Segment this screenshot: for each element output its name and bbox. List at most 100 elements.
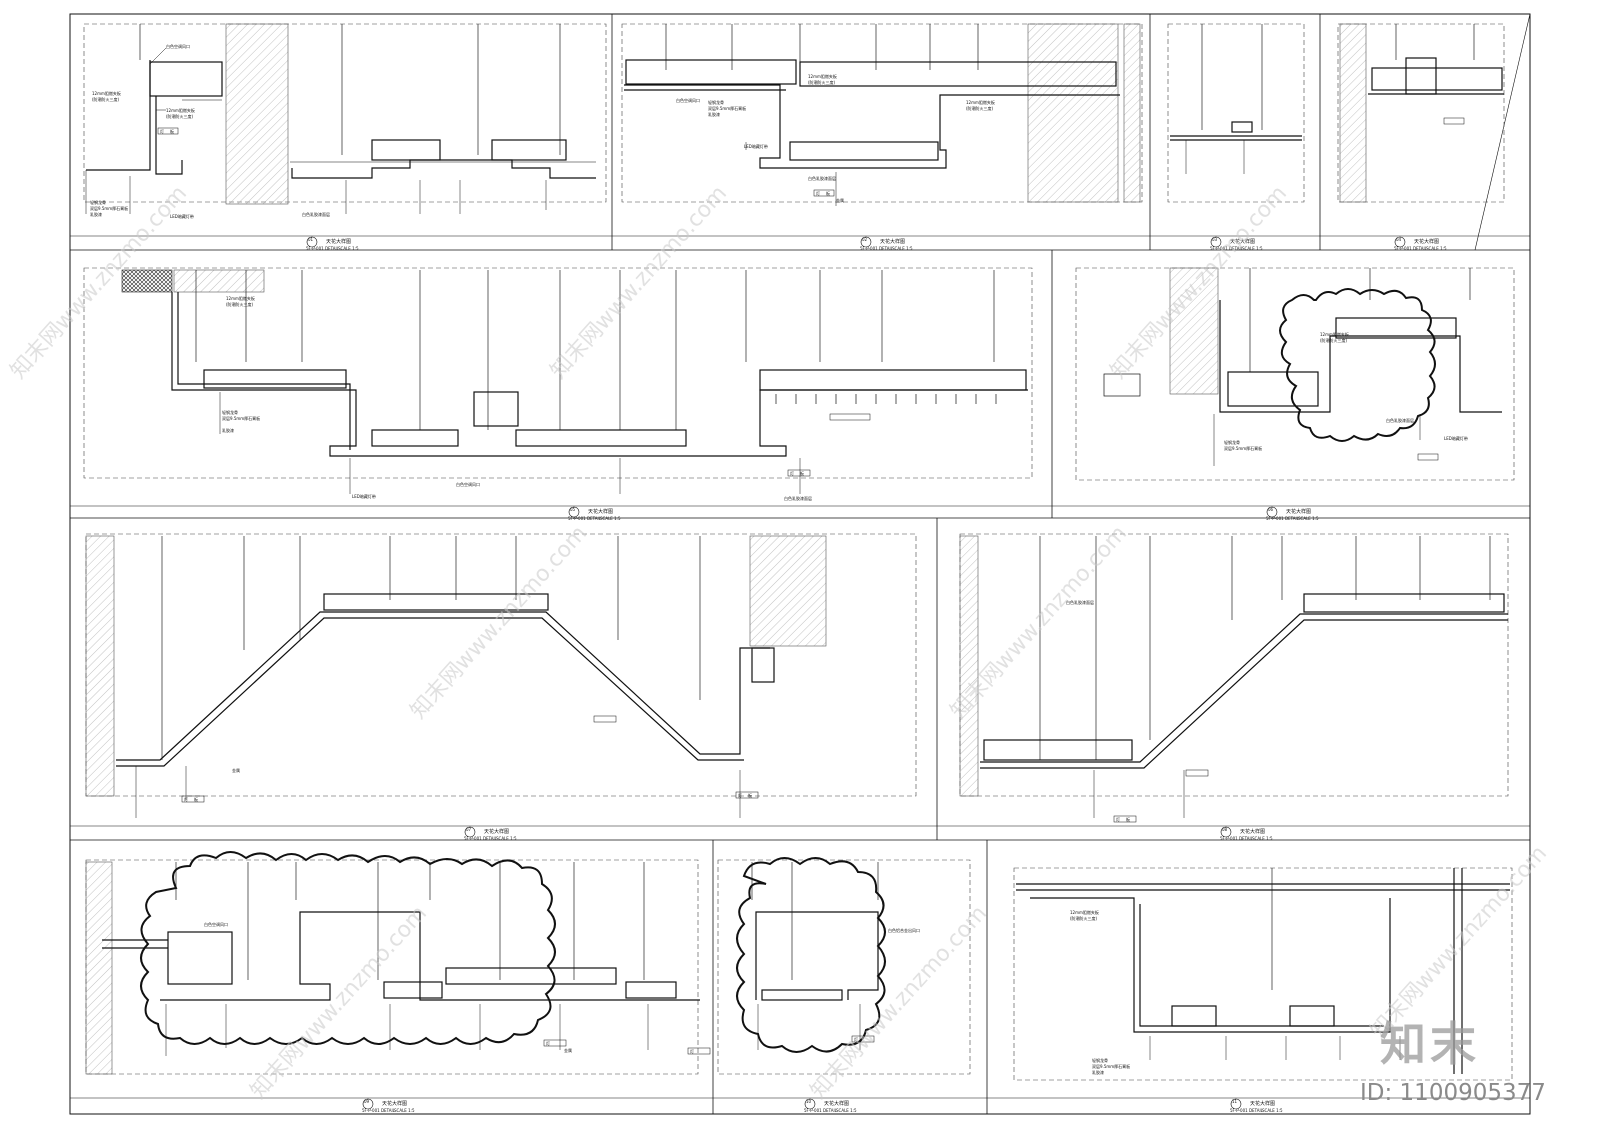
note-text: 白色空调风口	[204, 921, 228, 927]
panel-title: 天花大样图	[326, 238, 351, 245]
panel-title-07: 07 天花大样图 5F-P-001 DETAIL SCALE 1:5	[464, 826, 517, 841]
panel-scale: SCALE 1:5	[1252, 836, 1273, 841]
panel-title-04: 04 天花大样图 5F-P-001 DETAIL SCALE 1:5	[1394, 236, 1447, 251]
note-text: LED暗藏灯带	[744, 143, 768, 149]
svg-text:灯: 灯	[1116, 816, 1120, 822]
tag-labels: 灯 板 灯 板 金属 灯 板 灯 板 金属 灯 板 灯 板 灯 金属 灯 灯	[160, 128, 1130, 1054]
watermark: 知末网www.znzmo.com	[546, 181, 732, 384]
panel-title-11: 11 天花大样图 5F-P-001 DETAIL SCALE 1:5	[1230, 1098, 1283, 1113]
panel-number: 11	[1232, 1099, 1238, 1104]
panel-number: 04	[1396, 237, 1402, 242]
note-text: 双层9.5mm厚石膏板	[1092, 1063, 1130, 1069]
svg-text:板: 板	[748, 792, 752, 798]
panel-scale: SCALE 1:5	[836, 1108, 857, 1113]
panel-scale: SCALE 1:5	[1242, 246, 1263, 251]
panel-code: 5F-P-001 DETAIL	[1220, 836, 1254, 841]
note-text: (防潮防火三度)	[1320, 337, 1348, 343]
image-id-label: ID: 1100905377	[1360, 1080, 1546, 1106]
panel-scale: SCALE 1:5	[496, 836, 517, 841]
svg-text:板: 板	[1126, 816, 1130, 822]
note-text: 白色空调风口	[676, 97, 700, 103]
note-text: 双层9.5mm厚石膏板	[708, 105, 746, 111]
note-text: 轻钢龙骨	[90, 199, 106, 205]
notes-panel-d: 12mm阻燃夹板 (防潮防火三度) 轻钢龙骨 双层9.5mm厚石膏板 LED暗藏…	[204, 331, 1468, 933]
svg-text:灯: 灯	[184, 796, 188, 802]
svg-text:灯: 灯	[546, 1040, 550, 1046]
note-text: 白色乳胶漆面层	[808, 175, 836, 181]
panel-title-02: 02 天花大样图 5F-P-001 DETAIL SCALE 1:5	[860, 236, 913, 251]
brand-logo: 知末	[1380, 1017, 1480, 1071]
panel-title: 天花大样图	[382, 1100, 407, 1107]
panel-title: 天花大样图	[1230, 238, 1255, 245]
panel-title: 天花大样图	[880, 238, 905, 245]
panel-code: 5F-P-001 DETAIL	[568, 516, 602, 521]
panel-code: 5F-P-001 DETAIL	[362, 1108, 396, 1113]
panel-code: 5F-P-001 DETAIL	[1210, 246, 1244, 251]
note-text: 白色乳胶漆面层	[784, 495, 812, 501]
panel-scale: SCALE 1:5	[1426, 246, 1447, 251]
panel-number: 02	[862, 237, 868, 242]
note-text: (防潮防火三度)	[92, 96, 120, 102]
notes-panel-e: 轻钢龙骨 双层9.5mm厚石膏板 乳胶漆 白色乳胶漆面层 12mm阻燃夹板 (防…	[1066, 599, 1130, 1075]
panel-number: 05	[570, 507, 576, 512]
note-text: LED暗藏灯带	[1444, 435, 1468, 441]
note-text: 12mm阻燃夹板	[226, 295, 255, 301]
hanger-rods	[139, 24, 1491, 990]
svg-text:板: 板	[826, 190, 830, 196]
panel-code: 5F-P-001 DETAIL	[1394, 246, 1428, 251]
panel-scale: SCALE 1:5	[600, 516, 621, 521]
panel-code: 5F-P-001 DETAIL	[1230, 1108, 1264, 1113]
svg-text:板: 板	[194, 796, 198, 802]
panel-title: 天花大样图	[484, 828, 509, 835]
note-text: 白色乳胶漆面层	[302, 211, 330, 217]
note-text: 12mm阻燃夹板	[1070, 909, 1099, 915]
note-text: (防潮防火三度)	[966, 105, 994, 111]
panel-title-06: 06 天花大样图 5F-P-001 DETAIL SCALE 1:5	[1266, 506, 1319, 521]
note-text: 乳胶漆	[90, 211, 102, 217]
panel-title-09: 09 天花大样图 5F-P-001 DETAIL SCALE 1:5	[362, 1098, 415, 1113]
svg-text:灯: 灯	[854, 1036, 858, 1042]
svg-text:板: 板	[800, 470, 804, 476]
svg-text:灯: 灯	[690, 1048, 694, 1054]
panel-number: 01	[308, 237, 314, 242]
panel-scale: SCALE 1:5	[892, 246, 913, 251]
panel-title: 天花大样图	[1250, 1100, 1275, 1107]
panel-title: 天花大样图	[1414, 238, 1439, 245]
note-text: 12mm阻燃夹板	[1320, 331, 1349, 337]
note-text: 12mm阻燃夹板	[808, 73, 837, 79]
svg-text:金属: 金属	[836, 197, 844, 203]
panel-scale: SCALE 1:5	[338, 246, 359, 251]
panel-number: 10	[806, 1099, 812, 1104]
panel-code: 5F-P-001 DETAIL	[306, 246, 340, 251]
notes-panel-a: 白色空调风口 12mm阻燃夹板 (防潮防火三度) 12mm阻燃夹板 (防潮防火三…	[90, 43, 330, 219]
note-text: 轻钢龙骨	[708, 99, 724, 105]
svg-text:灯: 灯	[816, 190, 820, 196]
panel-code: 5F-P-001 DETAIL	[860, 246, 894, 251]
note-text: (防潮防火三度)	[226, 301, 254, 307]
note-text: 12mm阻燃夹板	[966, 99, 995, 105]
panel-title: 天花大样图	[588, 508, 613, 515]
panel-title: 天花大样图	[1286, 508, 1311, 515]
watermark: 知末网www.znzmo.com	[406, 521, 592, 724]
note-text: 轻钢龙骨	[1092, 1057, 1108, 1063]
svg-text:灯: 灯	[790, 470, 794, 476]
note-text: 12mm阻燃夹板	[166, 107, 195, 113]
panel-number: 06	[1268, 507, 1274, 512]
note-text: 轻钢龙骨	[1224, 439, 1240, 445]
panel-title-10: 10 天花大样图 5F-P-001 DETAIL SCALE 1:5	[804, 1098, 857, 1113]
panel-title-03: 03 天花大样图 5F-P-001 DETAIL SCALE 1:5	[1210, 236, 1263, 251]
note-text: 双层9.5mm厚石膏板	[90, 205, 128, 211]
notes-panel-c: 12mm阻燃夹板 (防潮防火三度) 轻钢龙骨 双层9.5mm厚石膏板 乳胶漆 L…	[222, 295, 812, 501]
notes-panel-b: 12mm阻燃夹板 (防潮防火三度) 轻钢龙骨 双层9.5mm厚石膏板 乳胶漆 白…	[676, 73, 995, 181]
panel-title: 天花大样图	[824, 1100, 849, 1107]
panel-scale: SCALE 1:5	[1262, 1108, 1283, 1113]
svg-text:灯: 灯	[738, 792, 742, 798]
panel-scale: SCALE 1:5	[1298, 516, 1319, 521]
svg-text:灯: 灯	[160, 128, 164, 134]
panel-number: 03	[1212, 237, 1218, 242]
note-text: LED暗藏灯带	[352, 493, 376, 499]
panel-title: 天花大样图	[1240, 828, 1265, 835]
tag-boxes	[157, 117, 1465, 1055]
panel-title-01: 01 天花大样图 5F-P-001 DETAIL SCALE 1:5	[306, 236, 359, 251]
